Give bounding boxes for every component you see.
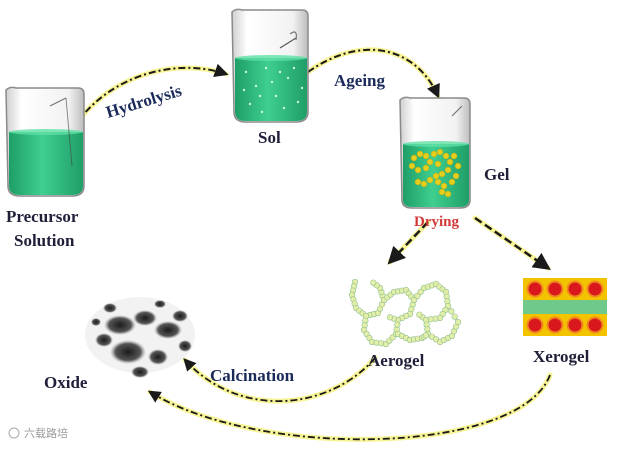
xerogel-particle	[548, 282, 562, 296]
xerogel-particle	[588, 282, 602, 296]
beaker-sol	[231, 8, 309, 123]
label-drying: Drying	[414, 214, 460, 230]
aerogel-particle	[448, 308, 455, 315]
aerogel-particle	[370, 279, 377, 286]
aerogel-particle	[422, 332, 430, 339]
label-calcination: Calcination	[210, 366, 295, 385]
xerogel-particle	[588, 318, 602, 332]
label-oxide: Oxide	[44, 373, 88, 392]
label-gel: Gel	[484, 165, 510, 184]
watermark-logo-icon	[8, 427, 20, 439]
label-precursor-line2: Solution	[14, 231, 75, 250]
aerogel-particle	[410, 296, 418, 304]
beaker-gel	[399, 96, 471, 209]
aerogel-particle	[386, 314, 394, 321]
label-sol: Sol	[258, 128, 281, 147]
aerogel-particle	[417, 288, 424, 296]
aerogel-network	[348, 278, 462, 348]
beaker-precursor	[5, 86, 85, 197]
aerogel-particle	[394, 321, 401, 328]
watermark-text: 六载路培	[24, 426, 68, 440]
label-aerogel: Aerogel	[368, 351, 425, 370]
arrow-calcination	[183, 357, 376, 402]
label-ageing: Ageing	[334, 71, 386, 90]
xerogel-particle	[568, 318, 582, 332]
label-xerogel: Xerogel	[533, 347, 590, 366]
xerogel-particle	[528, 318, 542, 332]
arrow-ageing	[307, 48, 440, 99]
aerogel-particle	[451, 313, 458, 320]
label-precursor-line1: Precursor	[6, 207, 79, 226]
xerogel-particle	[568, 282, 582, 296]
watermark: 六载路培	[8, 426, 68, 440]
xerogel-structure	[523, 278, 607, 336]
xerogel-particle	[548, 318, 562, 332]
aerogel-particle	[416, 311, 423, 318]
arrow-drying-xerogel	[474, 216, 551, 270]
xerogel-particle	[528, 282, 542, 296]
oxide-particles	[85, 297, 195, 378]
gel-network	[408, 148, 462, 198]
arrow-drying-aerogel	[387, 221, 429, 265]
aerogel-particle	[454, 318, 462, 326]
aerogel-particle	[414, 292, 421, 300]
